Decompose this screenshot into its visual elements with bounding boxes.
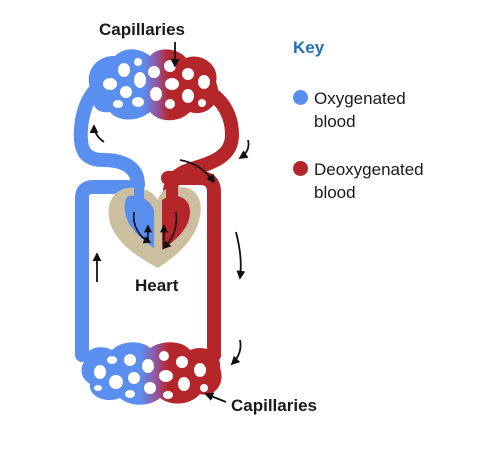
oxygenated-dot-icon [293, 90, 308, 105]
capillaries-top-label: Capillaries [99, 20, 185, 39]
heart-label: Heart [135, 276, 179, 295]
capillaries-bottom-label: Capillaries [231, 396, 317, 415]
key-item-deoxygenated: Deoxygenated blood [293, 158, 424, 204]
arrow-left-upper [89, 124, 105, 143]
key-label-deoxygenated: Deoxygenated blood [314, 160, 424, 202]
arrow-capillaries-bottom-pointer [204, 392, 227, 403]
key-item-oxygenated: Oxygenated blood [293, 87, 406, 133]
key-label-oxygenated: Oxygenated blood [314, 89, 406, 131]
arrow-right-upper-1 [238, 139, 250, 159]
deoxygenated-dot-icon [293, 161, 308, 176]
blue-vessel-upper [73, 77, 145, 192]
arrow-right-lower [230, 339, 242, 366]
key-title: Key [293, 38, 325, 57]
arrow-right-vertical [235, 231, 246, 280]
flow-arrows [89, 42, 250, 403]
heart-tissue [108, 187, 201, 268]
heart-blue-chamber [124, 195, 154, 248]
top-capillary-bed [88, 49, 219, 121]
heart [108, 176, 201, 268]
blue-vessel-left [75, 180, 135, 362]
arrow-right-upper-2 [179, 159, 216, 184]
bottom-capillary-bed [81, 342, 222, 405]
